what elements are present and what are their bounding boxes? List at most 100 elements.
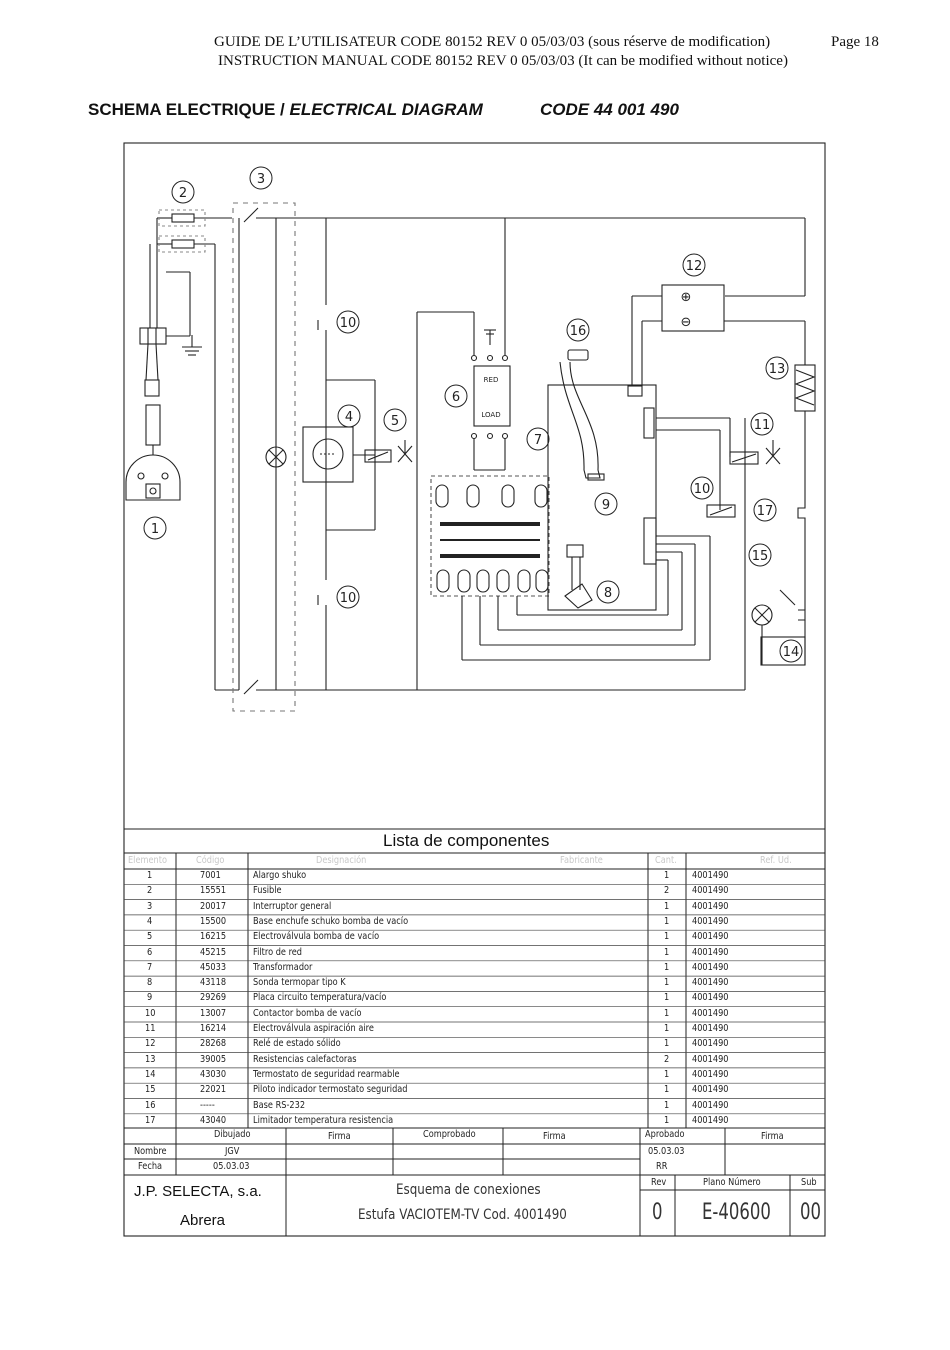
row-description: Fusible [253,885,282,897]
row-description: Resistencias calefactoras [253,1053,357,1065]
row-quantity: 1 [664,992,670,1004]
row-code: 7001 [200,870,221,881]
row-code: 43030 [200,1068,227,1080]
row-quantity: 1 [664,1038,670,1050]
row-reference: 4001490 [692,1084,729,1096]
table-header-cell: Cant. [655,855,677,866]
callout-17: 17 [757,504,774,519]
rev-label: Rev [651,1177,667,1188]
fuse-bottom [171,239,195,249]
tb-comprobado: Comprobado [423,1129,476,1140]
callout-10b: 10 [340,591,357,606]
row-description: Interruptor general [253,900,332,912]
row-reference: 4001490 [692,885,729,897]
ssr-minus: ⊖ [681,315,692,330]
row-code: ----- [200,1099,215,1111]
row-reference: 4001490 [692,1038,729,1050]
row-code: 22021 [200,1084,227,1096]
terminal-block [139,327,167,345]
row-number: 8 [147,977,153,989]
row-quantity: 1 [664,1007,670,1019]
row-code: 15551 [200,885,227,897]
row-code: 13007 [200,1007,227,1019]
tb-firma3: Firma [761,1131,784,1142]
callout-16: 16 [570,324,587,339]
callout-1: 1 [151,522,159,537]
row-quantity: 1 [664,870,670,881]
row-description: Alargo shuko [253,870,307,881]
row-number: 4 [147,915,153,927]
row-quantity: 2 [664,885,670,897]
row-code: 16214 [200,1023,227,1034]
callout-15: 15 [752,549,769,564]
callout-7: 7 [534,433,542,448]
mains-filter [473,365,511,427]
row-code: 20017 [200,900,227,912]
row-description: Sonda termopar tipo K [253,977,346,989]
callout-8: 8 [604,586,612,601]
company-name: J.P. SELECTA, s.a. [134,1183,262,1200]
rev-value: 0 [652,1200,663,1225]
row-reference: 4001490 [692,1007,729,1019]
row-quantity: 1 [664,946,670,958]
row-number: 12 [145,1038,156,1050]
callout-5: 5 [391,414,399,429]
row-number: 11 [145,1023,156,1034]
tb-aprobado-date: 05.03.03 [648,1146,685,1157]
table-header-cell: Código [196,855,225,866]
row-reference: 4001490 [692,1099,729,1111]
row-reference: 4001490 [692,1114,729,1126]
plano-label: Plano Número [703,1177,761,1188]
title-italic: ELECTRICAL DIAGRAM [289,100,483,119]
row-quantity: 1 [664,1084,670,1096]
row-code: 45033 [200,961,227,973]
row-quantity: 1 [664,1023,670,1034]
row-reference: 4001490 [692,900,729,912]
solid-state-relay [661,284,725,332]
title-code: CODE 44 001 490 [540,100,679,119]
header-line-2: INSTRUCTION MANUAL CODE 80152 REV 0 05/0… [218,53,788,69]
row-description: Base enchufe schuko bomba de vacío [253,915,409,927]
row-description: Termostato de seguridad rearmable [253,1068,400,1080]
fuse-top [171,213,195,223]
callout-10c: 10 [694,482,711,497]
row-quantity: 2 [664,1053,670,1065]
row-number: 7 [147,961,153,973]
row-quantity: 1 [664,1068,670,1080]
row-quantity: 1 [664,915,670,927]
callout-13: 13 [769,362,786,377]
row-description: Electroválvula bomba de vacío [253,931,380,943]
row-number: 3 [147,900,153,912]
callout-11: 11 [754,418,771,433]
row-number: 9 [147,992,153,1004]
row-code: 29269 [200,992,227,1004]
callout-14: 14 [783,645,800,660]
tb-dibujado: Dibujado [214,1129,251,1140]
row-code: 28268 [200,1038,227,1050]
row-code: 16215 [200,931,227,943]
row-quantity: 1 [664,931,670,943]
sub-label: Sub [801,1177,817,1188]
row-code: 45215 [200,946,227,958]
row-description: Placa circuito temperatura/vacío [253,992,387,1004]
row-number: 6 [147,946,153,958]
title-main: SCHEMA ELECTRIQUE / [88,100,290,119]
company-city: Abrera [180,1212,226,1229]
callout-12: 12 [686,259,703,274]
row-number: 10 [145,1007,156,1019]
tb-aprobado: Aprobado [645,1129,685,1140]
row-description: Contactor bomba de vacío [253,1007,362,1019]
plano-number: E-40600 [702,1200,771,1225]
control-board [547,384,657,611]
row-description: Electroválvula aspiración aire [253,1023,374,1034]
drawing-desc-1: Esquema de conexiones [396,1182,541,1198]
tb-fecha-value: 05.03.03 [213,1161,250,1172]
row-reference: 4001490 [692,1068,729,1080]
header-french: GUIDE DE L’UTILISATEUR CODE 80152 REV 0 … [214,34,771,50]
tb-firma1: Firma [328,1131,351,1142]
rs232-port [567,349,589,361]
row-number: 16 [145,1099,156,1111]
row-number: 17 [145,1114,156,1126]
row-number: 14 [145,1068,156,1080]
